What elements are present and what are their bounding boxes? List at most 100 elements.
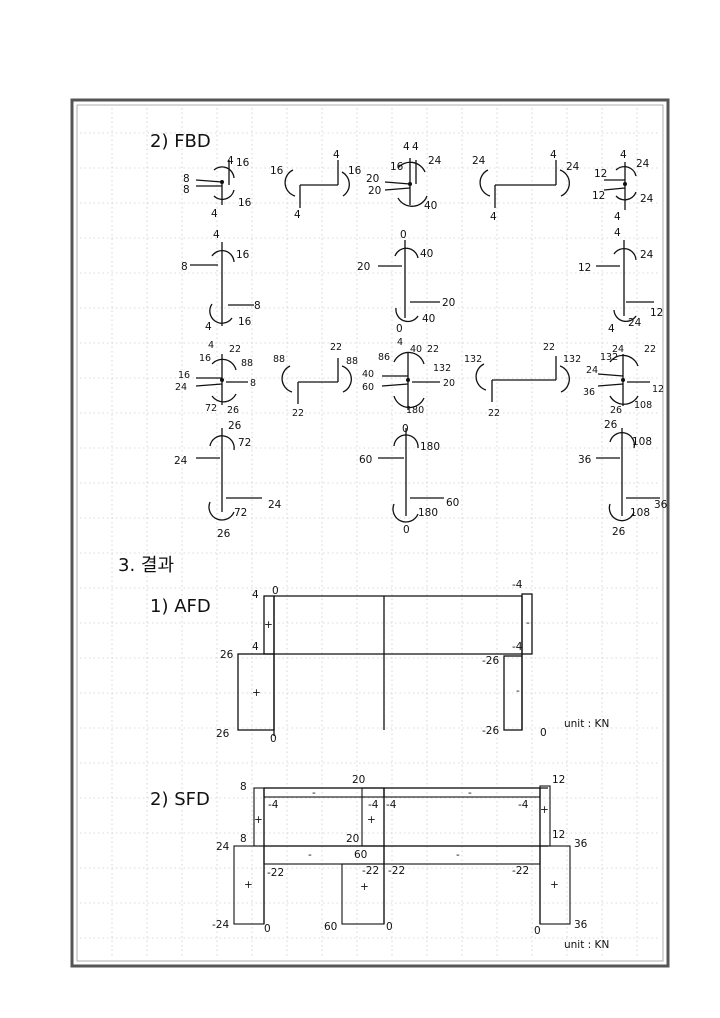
- sfd-label: -22: [512, 865, 529, 877]
- moment-arc: [608, 503, 635, 522]
- load-label: 24: [636, 158, 650, 170]
- afd-diagram: 4 0 + 4 26 + 26 0 -4 - -4 -26 - -26 0 un…: [216, 579, 609, 745]
- load-label: 24: [566, 161, 580, 173]
- shear-region: [263, 787, 385, 798]
- load-label: 4: [620, 149, 627, 161]
- load-label: 24: [586, 365, 598, 376]
- shear-region: [539, 845, 571, 925]
- load-label: 8: [250, 378, 256, 389]
- afd-label: 26: [216, 728, 230, 740]
- fbd-row-4: [196, 428, 660, 523]
- axial-region-lower-right: [503, 655, 523, 731]
- load-label: 8: [183, 173, 190, 185]
- load-label: 12: [578, 262, 591, 274]
- fbd-row-3-labels: 4 16 22 88 16 24 8 72 26 88 22 22 88 4 4…: [175, 337, 664, 419]
- load-label: 40: [424, 200, 437, 212]
- load-label: 88: [273, 354, 285, 365]
- load-label: 72: [205, 403, 217, 414]
- sfd-label: -22: [388, 865, 405, 877]
- moment-arc: [281, 365, 293, 393]
- afd-label: 0: [270, 733, 277, 745]
- load-label: 22: [644, 344, 656, 355]
- load-label: 16: [238, 316, 252, 328]
- sfd-label: 36: [574, 919, 588, 931]
- fbd-row-1: [195, 158, 637, 210]
- moment-arc: [609, 431, 636, 449]
- load-label: 4: [614, 211, 621, 223]
- load-label: 36: [583, 387, 595, 398]
- sfd-label: 36: [574, 838, 588, 850]
- force-arrow: [597, 373, 624, 377]
- load-label: 22: [292, 408, 304, 419]
- moment-arc: [211, 249, 235, 263]
- afd-label: 26: [220, 649, 234, 661]
- moment-arc: [393, 351, 425, 365]
- load-label: 26: [228, 420, 242, 432]
- load-label: 36: [578, 454, 592, 466]
- load-label: 22: [543, 342, 555, 353]
- sfd-label: +: [254, 814, 263, 826]
- sfd-label: -: [468, 787, 472, 799]
- force-arrow: [195, 383, 223, 387]
- afd-label: -: [516, 685, 520, 697]
- sfd-label: +: [360, 881, 369, 893]
- fbd-row-2-labels: 4 8 16 8 4 16 0 20 40 20 0 40 4 12 24 12…: [181, 227, 663, 335]
- sfd-heading: 2) SFD: [150, 789, 210, 810]
- afd-label: +: [252, 687, 261, 699]
- load-label: 16: [236, 157, 250, 169]
- sfd-label: -: [312, 787, 316, 799]
- force-arrow: [384, 181, 411, 185]
- load-label: 108: [630, 507, 650, 519]
- afd-label: 4: [252, 641, 259, 653]
- sfd-label: -4: [386, 799, 397, 811]
- sfd-label: -: [456, 849, 460, 861]
- load-label: 20: [368, 185, 381, 197]
- sfd-label: 8: [240, 833, 247, 845]
- load-label: 40: [410, 344, 422, 355]
- axial-region-upper-right: [521, 593, 533, 655]
- load-label: 20: [366, 173, 379, 185]
- load-label: 12: [650, 307, 663, 319]
- moment-arc: [341, 171, 350, 197]
- afd-label: -4: [512, 641, 523, 653]
- shear-region: [539, 785, 551, 847]
- load-label: 22: [427, 344, 439, 355]
- afd-label: -26: [482, 655, 499, 667]
- sfd-label: 24: [216, 841, 230, 853]
- sfd-diagram: 8 20 12 -4 - -4 -4 - -4 + + + 8 20 12 24…: [212, 774, 609, 951]
- moment-arc: [395, 307, 419, 323]
- load-label: 40: [422, 313, 435, 325]
- load-label: 4: [614, 227, 621, 239]
- afd-label: 0: [540, 727, 547, 739]
- load-label: 16: [270, 165, 284, 177]
- load-label: 24: [472, 155, 486, 167]
- page-border-inner: [76, 104, 664, 962]
- axial-region-lower-left: [237, 653, 275, 731]
- moment-arc: [209, 435, 235, 451]
- sfd-label: 20: [352, 774, 365, 786]
- load-label: 20: [442, 297, 455, 309]
- load-label: 24: [612, 344, 624, 355]
- moment-arc: [284, 169, 296, 197]
- sfd-label: 20: [346, 833, 359, 845]
- page-border-outer: [70, 98, 670, 968]
- results-heading: 3. 결과: [118, 555, 174, 576]
- load-label: 40: [362, 369, 374, 380]
- moment-arc: [394, 247, 419, 259]
- graph-grid: [80, 108, 660, 958]
- load-label: 24: [428, 155, 442, 167]
- load-label: 36: [654, 499, 668, 511]
- load-label: 24: [174, 455, 188, 467]
- force-arrow: [603, 187, 626, 191]
- afd-label: 4: [252, 589, 259, 601]
- moment-arc: [397, 161, 426, 173]
- load-label: 132: [600, 352, 618, 363]
- load-label: 132: [464, 354, 482, 365]
- load-label: 24: [628, 317, 642, 329]
- sfd-label: -: [308, 849, 312, 861]
- moment-arc: [609, 395, 639, 405]
- load-label: 108: [632, 436, 652, 448]
- load-label: 22: [488, 408, 500, 419]
- load-label: 0: [403, 524, 410, 536]
